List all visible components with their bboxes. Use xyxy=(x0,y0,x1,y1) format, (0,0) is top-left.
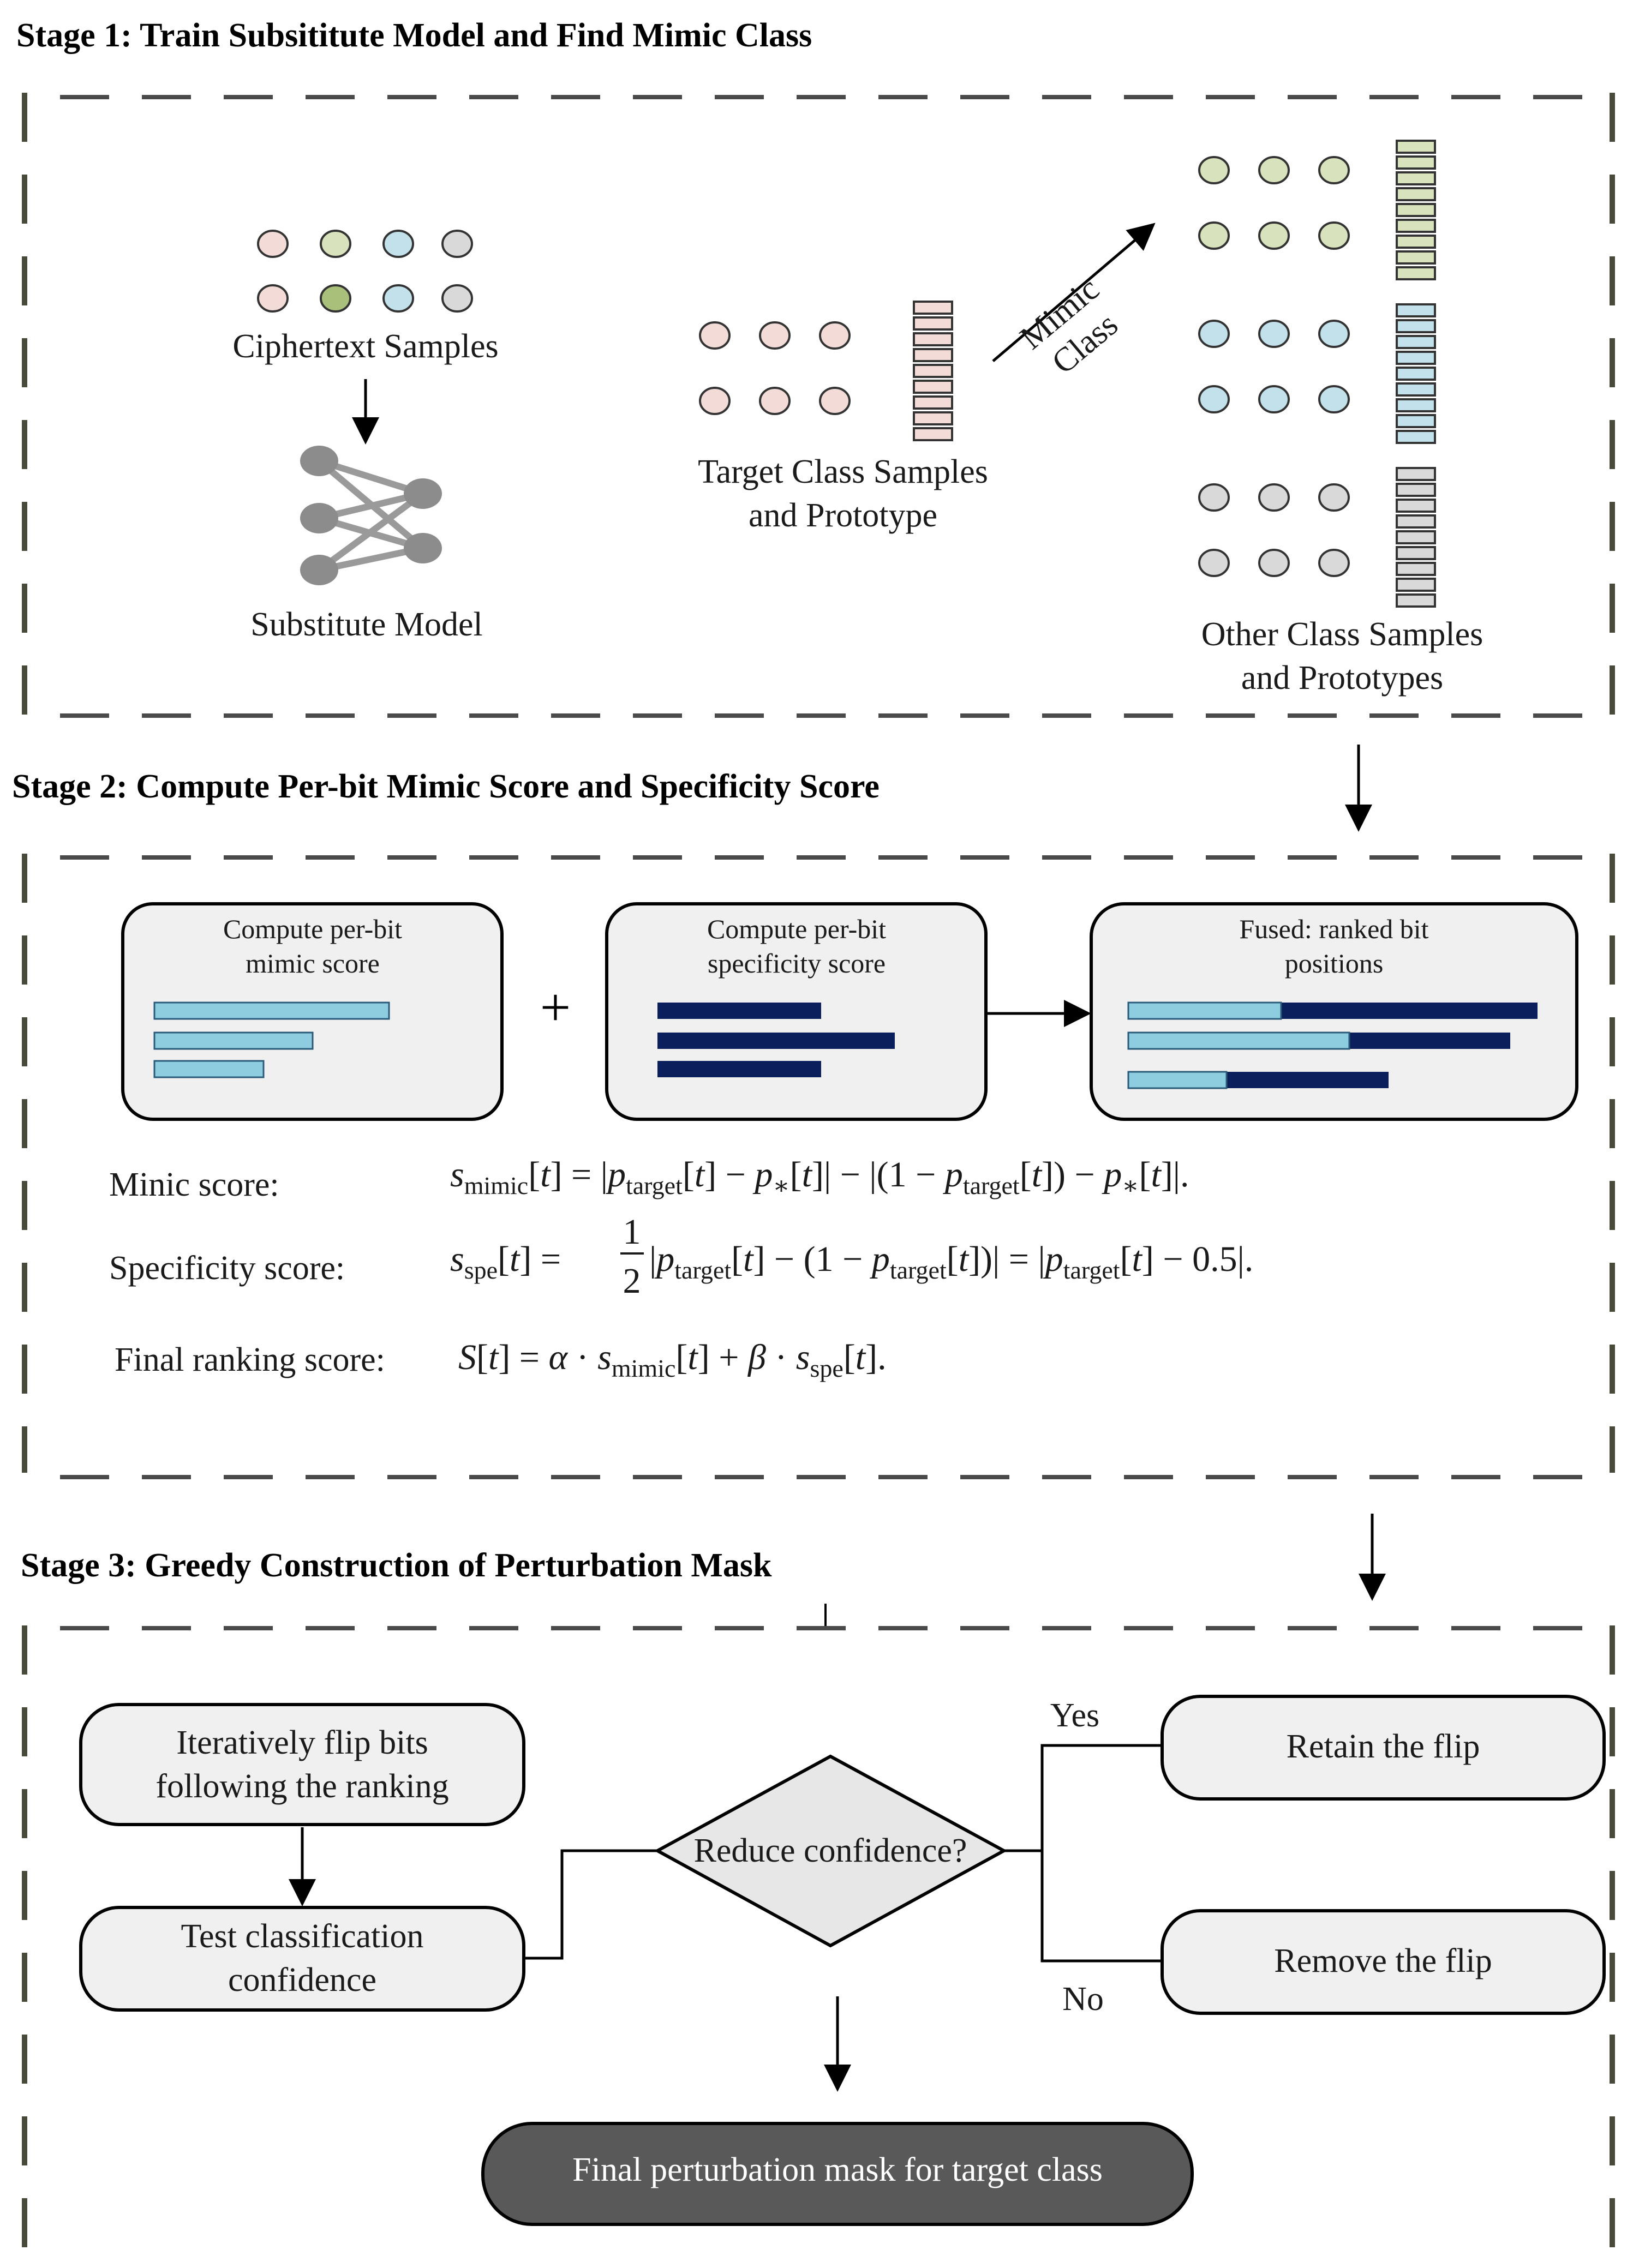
ciphertext-label: Ciphertext Samples xyxy=(232,328,498,365)
test-line1: Test classification xyxy=(181,1918,423,1955)
stage3-title: Stage 3: Greedy Construction of Perturba… xyxy=(21,1547,772,1584)
test-to-decision-line xyxy=(524,1849,657,1960)
yes-label: Yes xyxy=(1050,1697,1099,1734)
prototype-blue xyxy=(1396,303,1436,444)
flip-line1: Iteratively flip bits xyxy=(176,1724,428,1761)
mimic-class-arrow xyxy=(992,223,1156,362)
mimic-bar-3 xyxy=(153,1060,265,1078)
mimic-bar-1 xyxy=(153,1001,390,1020)
no-label: No xyxy=(1062,1981,1104,2018)
stage1-title: Stage 1: Train Subsititute Model and Fin… xyxy=(16,17,812,54)
stage1-frame xyxy=(22,93,1615,718)
fused-box: Fused: ranked bit positions xyxy=(1090,902,1578,1121)
stage2-title: Stage 2: Compute Per-bit Mimic Score and… xyxy=(12,768,880,805)
final-mask-box: Final perturbation mask for target class xyxy=(481,2122,1194,2226)
test-confidence-box: Test classification confidence xyxy=(79,1906,525,2012)
fused-bar-1-light xyxy=(1127,1001,1282,1020)
retain-flip-box: Retain the flip xyxy=(1161,1695,1606,1801)
retain-label: Retain the flip xyxy=(1287,1728,1480,1765)
specificity-score-label: Specificity score: xyxy=(109,1250,345,1287)
svg-text:2: 2 xyxy=(623,1261,641,1301)
ciphertext-samples xyxy=(257,230,473,313)
mimic-box-line2: mimic score xyxy=(246,948,380,979)
yes-branch-line xyxy=(1004,1744,1162,1852)
stage3-frame xyxy=(22,1625,1615,2253)
substitute-model-label: Substitute Model xyxy=(250,606,482,643)
spec-bar-1 xyxy=(657,1003,821,1019)
final-label: Final perturbation mask for target class xyxy=(572,2151,1103,2188)
target-label-line1: Target Class Samples xyxy=(698,453,988,490)
fused-box-line2: positions xyxy=(1285,948,1384,979)
flip-bits-box: Iteratively flip bits following the rank… xyxy=(79,1703,525,1826)
fused-bar-3-light xyxy=(1127,1071,1228,1089)
final-formula: S[t] = α · smimic[t] + β · sspe[t]. xyxy=(458,1337,887,1382)
fused-box-line1: Fused: ranked bit xyxy=(1239,914,1428,944)
test-line2: confidence xyxy=(228,1961,376,1999)
spec-bar-3 xyxy=(657,1061,821,1077)
spec-box-line2: specificity score xyxy=(708,948,886,979)
network-icon xyxy=(300,446,442,585)
decision-label: Reduce confidence? xyxy=(694,1832,967,1869)
svg-text:sspe[t] =: sspe[t] = xyxy=(450,1239,561,1284)
other-class-samples-gray xyxy=(1198,483,1350,577)
mimic-bar-2 xyxy=(153,1031,314,1050)
final-score-label: Final ranking score: xyxy=(115,1341,385,1378)
other-class-samples-green xyxy=(1198,156,1350,250)
spec-box-line1: Compute per-bit xyxy=(707,914,886,944)
flip-line2: following the ranking xyxy=(155,1768,448,1805)
other-label-line1: Other Class Samples xyxy=(1201,616,1484,653)
target-prototype xyxy=(913,301,953,441)
specificity-formula: sspe[t] = 1 2 |ptarget[t] − (1 − ptarget… xyxy=(450,1212,1253,1301)
prototype-gray xyxy=(1396,467,1436,608)
other-label-line2: and Prototypes xyxy=(1241,659,1443,697)
no-branch-line xyxy=(1040,1851,1162,1963)
stage2-frame xyxy=(22,854,1615,1479)
other-class-samples-blue xyxy=(1198,320,1350,413)
fused-bar-2-light xyxy=(1127,1031,1350,1050)
prototype-green xyxy=(1396,140,1436,280)
svg-text:1: 1 xyxy=(623,1212,641,1252)
target-label-line2: and Prototype xyxy=(749,497,937,534)
mimic-score-box: Compute per-bit mimic score xyxy=(121,902,504,1121)
specificity-score-box: Compute per-bit specificity score xyxy=(605,902,988,1121)
mimic-formula: smimic[t] = |ptarget[t] − p∗[t]| − |(1 −… xyxy=(450,1155,1189,1199)
mimic-box-line1: Compute per-bit xyxy=(223,914,402,944)
target-class-samples xyxy=(699,321,851,415)
spec-bar-2 xyxy=(657,1033,895,1049)
remove-label: Remove the flip xyxy=(1274,1942,1492,1979)
decision-diamond: Reduce confidence? xyxy=(654,1754,1008,1948)
mimic-score-label: Minic score: xyxy=(109,1166,279,1203)
plus-sign: + xyxy=(540,977,571,1037)
svg-text:|ptarget[t] − (1 − ptarget[t]): |ptarget[t] − (1 − ptarget[t])| = |ptarg… xyxy=(649,1239,1253,1284)
remove-flip-box: Remove the flip xyxy=(1161,1909,1606,2015)
